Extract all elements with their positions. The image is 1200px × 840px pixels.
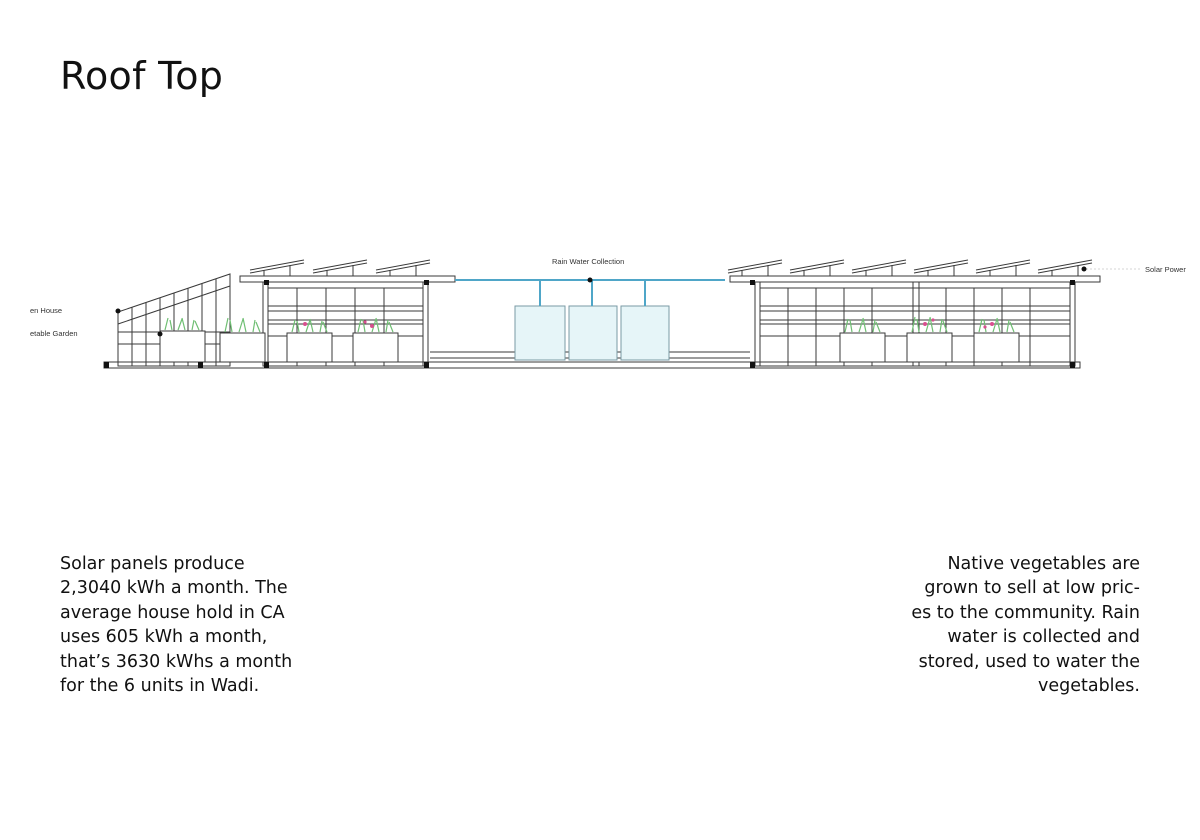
ground-slab xyxy=(103,361,1081,369)
text-line: average house hold in CA xyxy=(60,602,285,623)
green-house-label: en House xyxy=(30,306,62,315)
solar-panels xyxy=(249,259,1093,276)
solar-paragraph: Solar panels produce 2,3040 kWh a month.… xyxy=(60,552,330,698)
roof-section-diagram: Rain Water Collection Solar Power en Hou… xyxy=(30,257,1186,369)
leader-dots xyxy=(115,266,1087,337)
vegetable-garden-label: etable Garden xyxy=(30,329,78,338)
plants xyxy=(164,316,1015,333)
text-line: Native vegetables are xyxy=(947,554,1140,574)
left-building xyxy=(239,275,456,367)
rain-water-label: Rain Water Collection xyxy=(552,257,624,266)
text-line: grown to sell at low pric- xyxy=(924,578,1140,599)
solar-power-label: Solar Power xyxy=(1145,265,1186,274)
text-line: for the 6 units in Wadi. xyxy=(60,676,260,697)
water-tanks xyxy=(514,305,670,361)
text-line: 2,3040 kWh a month. The xyxy=(60,578,288,599)
text-line: stored, used to water the xyxy=(918,651,1140,672)
text-line: es to the community. Rain xyxy=(911,602,1140,623)
planters xyxy=(159,330,1020,363)
rain-water-pipes xyxy=(455,279,725,306)
text-line: uses 605 kWh a month, xyxy=(60,627,268,648)
vegetables-paragraph: Native vegetables are grown to sell at l… xyxy=(870,552,1140,698)
text-line: that’s 3630 kWhs a month xyxy=(60,651,293,672)
text-line: water is collected and xyxy=(947,627,1140,648)
column-nodes xyxy=(104,280,1075,368)
flowers xyxy=(303,318,994,329)
page-title: Roof Top xyxy=(60,54,224,98)
text-line: Solar panels produce xyxy=(60,554,245,574)
text-line: vegetables. xyxy=(1037,676,1140,697)
